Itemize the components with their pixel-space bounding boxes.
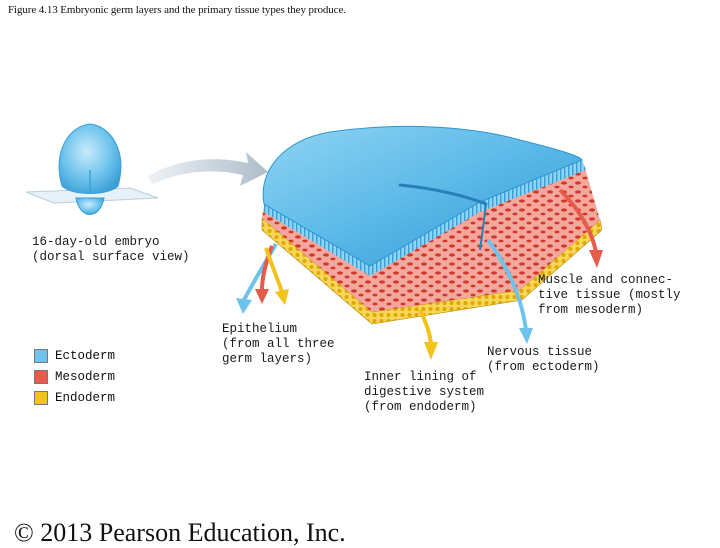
arrow-epithelium-meso	[260, 245, 274, 291]
legend-item: Ectoderm	[34, 346, 115, 366]
label-epithelium: Epithelium (from all three germ layers)	[222, 322, 335, 366]
legend-swatch	[34, 349, 48, 363]
copyright: © 2013 Pearson Education, Inc.	[14, 518, 346, 547]
embryo-label: 16-day-old embryo (dorsal surface view)	[32, 235, 190, 264]
arrow-muscle	[558, 188, 598, 253]
embryo-illustration	[25, 123, 159, 215]
legend-label: Mesoderm	[55, 370, 116, 384]
legend: Ectoderm Mesoderm Endoderm	[34, 346, 115, 409]
label-nervous: Nervous tissue (from ectoderm)	[487, 345, 600, 374]
legend-swatch	[34, 370, 48, 384]
transition-arrow	[148, 152, 268, 186]
legend-label: Endoderm	[55, 391, 116, 405]
label-inner-lining: Inner lining of digestive system (from e…	[364, 370, 485, 414]
figure-caption: Figure 4.13 Embryonic germ layers and th…	[8, 4, 346, 16]
label-muscle: Muscle and connec- tive tissue (mostly f…	[538, 273, 681, 317]
legend-item: Endoderm	[34, 388, 115, 408]
legend-label: Ectoderm	[55, 349, 116, 363]
arrow-inner-lining	[418, 309, 433, 345]
arrow-epithelium-endo	[264, 247, 284, 293]
legend-swatch	[34, 391, 48, 405]
arrow-nervous	[486, 238, 528, 331]
embryo-cross-section	[261, 125, 603, 325]
legend-item: Mesoderm	[34, 367, 115, 387]
